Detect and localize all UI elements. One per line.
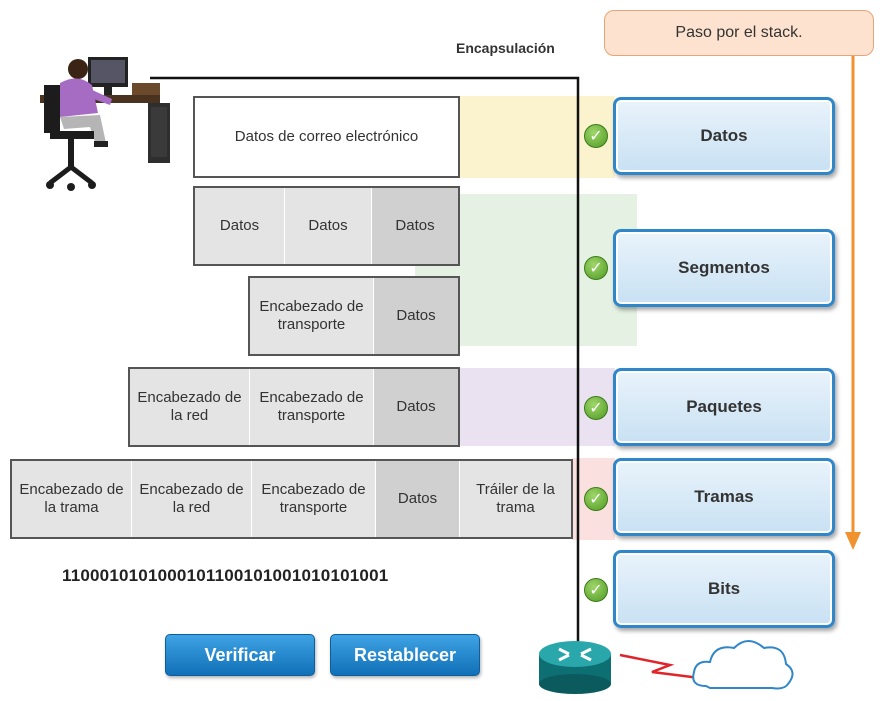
- person-at-computer-icon: [30, 55, 180, 205]
- cell-email-data: Datos de correo electrónico: [195, 98, 458, 176]
- down-arrow-icon: [845, 532, 861, 550]
- stack-tramas[interactable]: Tramas: [613, 458, 835, 536]
- cell-transport-header: Encabezado de transporte: [252, 461, 376, 537]
- serial-link-icon: [619, 653, 701, 680]
- cell-frame-header: Encabezado de la trama: [12, 461, 132, 537]
- cell-data: Datos: [285, 188, 372, 264]
- stack-paquetes[interactable]: Paquetes: [613, 368, 835, 446]
- reset-button[interactable]: Restablecer: [330, 634, 480, 676]
- cell-data: Datos: [195, 188, 285, 264]
- verify-button[interactable]: Verificar: [165, 634, 315, 676]
- check-icon: ✓: [584, 578, 608, 602]
- cell-data: Datos: [376, 461, 460, 537]
- callout: Paso por el stack.: [604, 10, 874, 56]
- callout-text: Paso por el stack.: [675, 24, 803, 41]
- encapsulation-label: Encapsulación: [456, 40, 555, 56]
- check-icon: ✓: [584, 487, 608, 511]
- router-icon: [535, 632, 615, 696]
- frame-block: Encabezado de la trama Encabezado de la …: [10, 459, 573, 539]
- cell-data: Datos: [374, 369, 458, 445]
- email-data-block: Datos de correo electrónico: [193, 96, 460, 178]
- segment-data-block: Datos Datos Datos: [193, 186, 460, 266]
- cell-transport-header: Encabezado de transporte: [250, 369, 374, 445]
- cell-transport-header: Encabezado de transporte: [250, 278, 374, 354]
- stack-bits[interactable]: Bits: [613, 550, 835, 628]
- cloud-icon: [688, 632, 798, 696]
- packet-block: Encabezado de la red Encabezado de trans…: [128, 367, 460, 447]
- cell-network-header: Encabezado de la red: [130, 369, 250, 445]
- check-icon: ✓: [584, 124, 608, 148]
- cell-data: Datos: [374, 278, 458, 354]
- stack-segmentos[interactable]: Segmentos: [613, 229, 835, 307]
- cell-frame-trailer: Tráiler de la trama: [460, 461, 571, 537]
- check-icon: ✓: [584, 256, 608, 280]
- segment-block: Encabezado de transporte Datos: [248, 276, 460, 356]
- stack-datos[interactable]: Datos: [613, 97, 835, 175]
- bits-string: 1100010101000101100101001010101001: [62, 566, 389, 585]
- cell-network-header: Encabezado de la red: [132, 461, 252, 537]
- cell-data: Datos: [372, 188, 458, 264]
- check-icon: ✓: [584, 396, 608, 420]
